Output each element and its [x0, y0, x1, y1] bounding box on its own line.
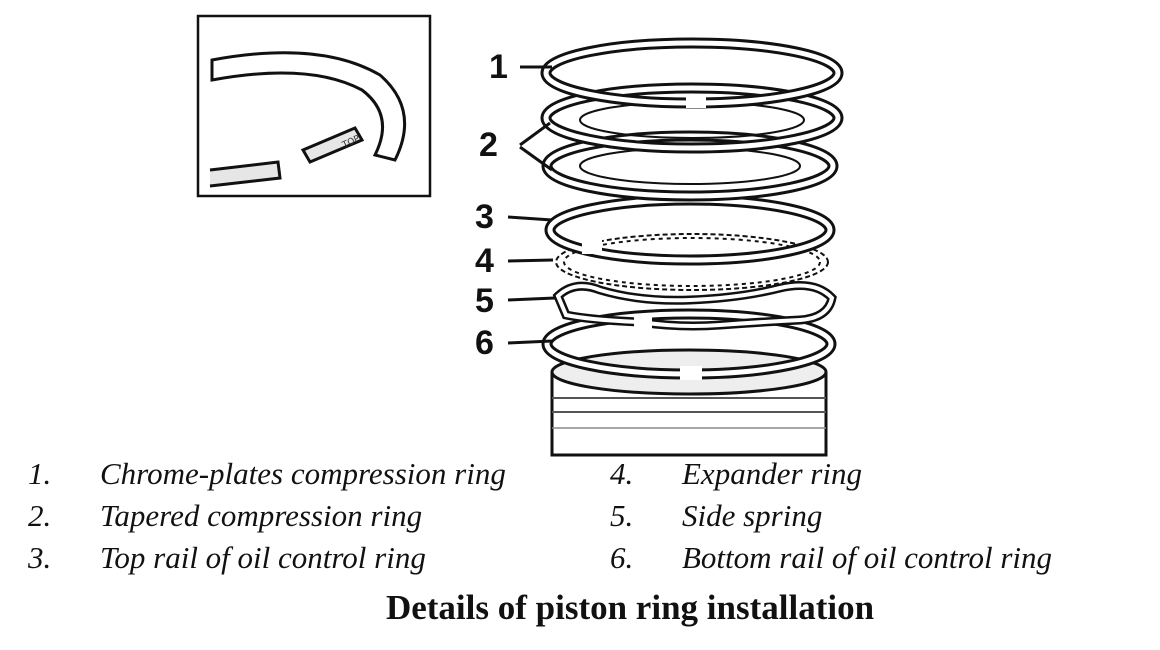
legend-text-3: Top rail of oil control ring [100, 540, 426, 575]
legend-text-5: Side spring [682, 498, 823, 533]
legend-num-1: 1. [28, 456, 52, 491]
legend-text-2: Tapered compression ring [100, 498, 423, 533]
leader-3 [507, 215, 553, 222]
inset-ring-end [300, 126, 365, 164]
leader-5 [507, 296, 556, 302]
leader-6 [507, 339, 553, 345]
legend-num-5: 5. [610, 498, 634, 533]
inset-ring-tail [209, 160, 282, 188]
figure-caption: Details of piston ring installation [385, 588, 875, 627]
leader-lines [507, 65, 556, 345]
legend-num-3: 3. [28, 540, 52, 575]
legend-num-6: 6. [610, 540, 634, 575]
ring-6-bottom-rail [541, 308, 837, 380]
legend-text-4: Expander ring [682, 456, 862, 491]
legend-num-2: 2. [28, 498, 52, 533]
ring-5-side-spring [552, 281, 837, 331]
callout-3: 3 [475, 198, 494, 236]
legend-text-6: Bottom rail of oil control ring [682, 540, 1053, 575]
callout-5: 5 [475, 282, 494, 320]
ring-3-top-rail [544, 194, 836, 266]
ring-1-chrome [540, 37, 844, 109]
leader-2a [519, 121, 551, 147]
callout-1: 1 [489, 48, 508, 86]
inset-ring-arc [210, 51, 407, 162]
callout-6: 6 [475, 324, 494, 362]
legend-text-1: Chrome-plates compression ring [100, 456, 506, 491]
callout-4: 4 [475, 242, 494, 280]
inset-ring-detail: TOP [196, 14, 432, 198]
ring-2-tapered-upper [540, 82, 844, 154]
legend-num-4: 4. [610, 456, 634, 491]
ring-4-expander [555, 233, 829, 291]
callout-2: 2 [479, 126, 498, 164]
leader-4 [507, 258, 554, 263]
leader-2b [519, 145, 553, 172]
